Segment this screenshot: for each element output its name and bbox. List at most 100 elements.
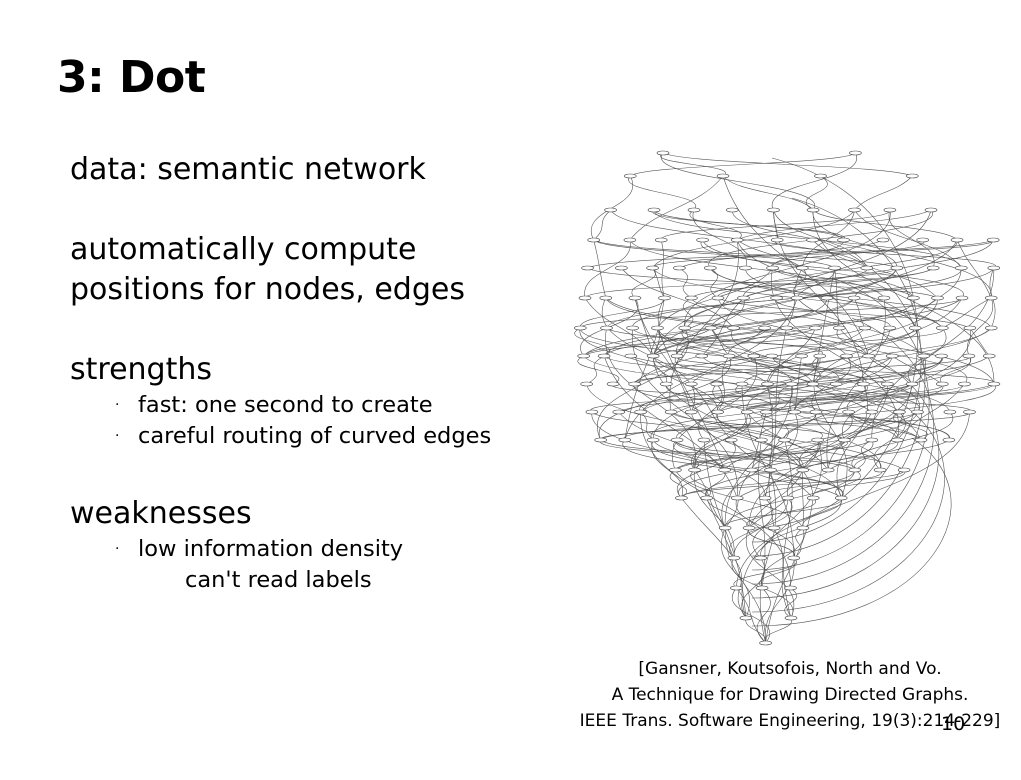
graph-node — [711, 409, 724, 415]
graph-edge — [848, 411, 898, 441]
graph-node — [730, 237, 744, 243]
graph-edge — [741, 557, 766, 619]
graph-edge — [710, 267, 719, 299]
graph-node — [809, 325, 822, 331]
graph-node — [876, 237, 890, 243]
graph-node — [764, 467, 777, 473]
graph-edge — [802, 469, 804, 529]
graph-edge — [710, 267, 898, 329]
graph-node — [848, 207, 861, 213]
graph-node — [770, 237, 784, 243]
graph-edge — [621, 267, 734, 329]
graph-node — [574, 325, 587, 331]
graph-node — [647, 207, 661, 213]
graph-edge — [600, 411, 918, 441]
graph-edge — [771, 152, 858, 211]
graph-edge — [593, 209, 611, 241]
bullet-icon: · — [115, 397, 120, 413]
graph-node — [685, 295, 698, 301]
graph-edge — [681, 469, 905, 499]
graph-node — [700, 495, 713, 501]
graph-edge — [764, 557, 795, 644]
graph-node — [651, 325, 664, 331]
graph-edge — [640, 411, 654, 441]
graph-edge — [705, 469, 726, 499]
graph-node — [897, 467, 911, 473]
graph-node — [811, 437, 824, 443]
graph-edge — [769, 327, 971, 471]
graph-edge — [652, 297, 938, 357]
graph-edge — [630, 152, 856, 177]
graph-edge — [854, 175, 913, 211]
graph-node — [987, 265, 1001, 271]
graph-edge — [675, 439, 845, 471]
graph-edge — [751, 237, 926, 557]
graph-edge — [670, 411, 785, 441]
graph-edge — [772, 239, 844, 269]
graph-edge — [717, 267, 868, 299]
graph-node — [735, 381, 749, 387]
graph-node — [905, 381, 919, 387]
graph-edge — [629, 175, 724, 241]
graph-edge — [835, 469, 861, 499]
graph-node — [740, 409, 754, 415]
graph-node — [787, 555, 801, 561]
graph-node — [935, 381, 949, 387]
graph-node — [724, 437, 738, 443]
graph-node — [727, 325, 740, 331]
graph-node — [795, 353, 808, 359]
graph-node — [873, 467, 887, 473]
graph-node — [684, 409, 698, 415]
graph-node — [669, 467, 682, 473]
graph-edge — [691, 411, 751, 471]
graph-node — [796, 525, 810, 531]
graph-edge — [624, 297, 665, 441]
graph-node — [958, 381, 971, 387]
graph-edge — [756, 587, 771, 644]
graph-node — [796, 467, 810, 473]
graph-edge — [793, 527, 804, 559]
graph-node — [770, 295, 783, 301]
graph-node — [658, 295, 671, 301]
graph-node — [580, 381, 593, 387]
graph-edge — [652, 439, 725, 471]
graph-node — [587, 237, 601, 243]
graph-edge — [660, 239, 665, 299]
graph-edge — [748, 383, 888, 529]
graph-node — [987, 381, 1001, 387]
graph-node — [784, 585, 797, 591]
graph-node — [893, 409, 906, 415]
graph-edge — [579, 327, 864, 385]
graph-edge — [940, 355, 972, 385]
graph-edge — [771, 239, 925, 269]
graph-node — [739, 615, 753, 621]
graph-edge — [736, 411, 970, 589]
graph-edge — [748, 469, 804, 529]
graph-node — [581, 265, 594, 271]
graph-node — [780, 325, 793, 331]
graph-node — [685, 381, 698, 387]
graph-node — [578, 295, 592, 301]
graph-node — [796, 265, 809, 271]
graph-edge — [606, 327, 869, 357]
graph-node — [673, 265, 686, 271]
graph-edge — [630, 355, 864, 385]
graph-edge — [743, 239, 958, 299]
graph-node — [675, 495, 688, 501]
graph-edge — [583, 327, 734, 357]
graph-node — [742, 525, 756, 531]
graph-edge — [775, 297, 891, 329]
graph-node — [986, 237, 1000, 243]
graph-node — [785, 381, 798, 387]
graph-node — [755, 585, 769, 591]
graph-edge — [651, 439, 683, 499]
graph-node — [840, 353, 853, 359]
graph-edge — [691, 383, 732, 441]
graph-node — [727, 555, 741, 561]
graph-node — [739, 265, 752, 271]
graph-node — [759, 640, 772, 646]
graph-node — [646, 353, 660, 359]
graph-edge — [767, 327, 816, 385]
graph-node — [664, 409, 678, 415]
graph-edge — [590, 383, 838, 413]
